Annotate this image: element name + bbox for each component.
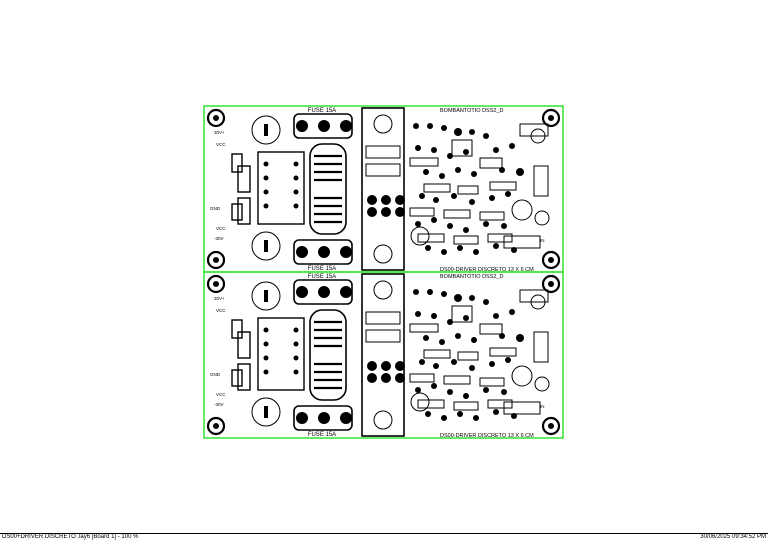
vcc-label-top: VCC: [216, 142, 226, 147]
gnd-label: GND: [210, 206, 221, 211]
mounting-hole-icon: [206, 108, 226, 128]
inductor-coil-icon: [309, 143, 347, 235]
input-label: IN: [540, 238, 545, 243]
inductor-coil-icon: [309, 309, 347, 401]
fuse-holder-icon: [293, 239, 353, 265]
fuse-holder-icon: [293, 279, 353, 305]
fuse-holder-icon: [293, 113, 353, 139]
vplus-label: 30V+: [214, 130, 225, 135]
vcc-label-top: VCC: [216, 308, 226, 313]
vminus-label: -30V: [214, 236, 224, 241]
capacitor-icon: [251, 115, 281, 145]
capacitor-icon: [251, 397, 281, 427]
board-title: BOMBANTOTIO DSS2_D: [440, 274, 503, 280]
footer-file-label: DS00+DRIVER DISCRETO .lay6 [Board 1] - 1…: [2, 534, 139, 540]
board-product-label: DS00-DRIVER DISCRETO 13 X 6 CM: [440, 433, 534, 439]
fuse-holder-icon: [293, 405, 353, 431]
mounting-hole-icon: [206, 250, 226, 270]
fuse-label-top: FUSE 15A: [308, 108, 336, 114]
board-title: BOMBANTOTIO DSS2_D: [440, 108, 503, 114]
vminus-label: -30V: [214, 402, 224, 407]
footer-divider: [0, 533, 768, 534]
capacitor-icon: [251, 231, 281, 261]
mounting-hole-icon: [541, 250, 561, 270]
fuse-label-bottom: FUSE 15A: [308, 266, 336, 272]
status-footer: DS00+DRIVER DISCRETO .lay6 [Board 1] - 1…: [0, 533, 768, 543]
vplus-label: 30V+: [214, 296, 225, 301]
mounting-hole-icon: [206, 274, 226, 294]
mounting-hole-icon: [541, 274, 561, 294]
board-outline: [203, 271, 564, 439]
board-1: FUSE 15A FUSE 15A BOMBANTOTIO DSS2_D DS0…: [203, 105, 564, 273]
mounting-hole-icon: [206, 416, 226, 436]
capacitor-icon: [251, 281, 281, 311]
fuse-label-bottom: FUSE 15A: [308, 432, 336, 438]
board-product-label: DS00-DRIVER DISCRETO 13 X 6 CM: [440, 267, 534, 273]
input-label: IN: [540, 404, 545, 409]
mounting-hole-icon: [541, 416, 561, 436]
footer-timestamp: 30/06/2025 09:34:52 PM: [700, 534, 766, 540]
vcc-label-bottom: VCC: [216, 392, 226, 397]
fuse-label-top: FUSE 15A: [308, 274, 336, 280]
vcc-label-bottom: VCC: [216, 226, 226, 231]
gnd-label: GND: [210, 372, 221, 377]
mounting-hole-icon: [541, 108, 561, 128]
board-2: FUSE 15A FUSE 15A BOMBANTOTIO DSS2_D DS0…: [203, 271, 564, 439]
